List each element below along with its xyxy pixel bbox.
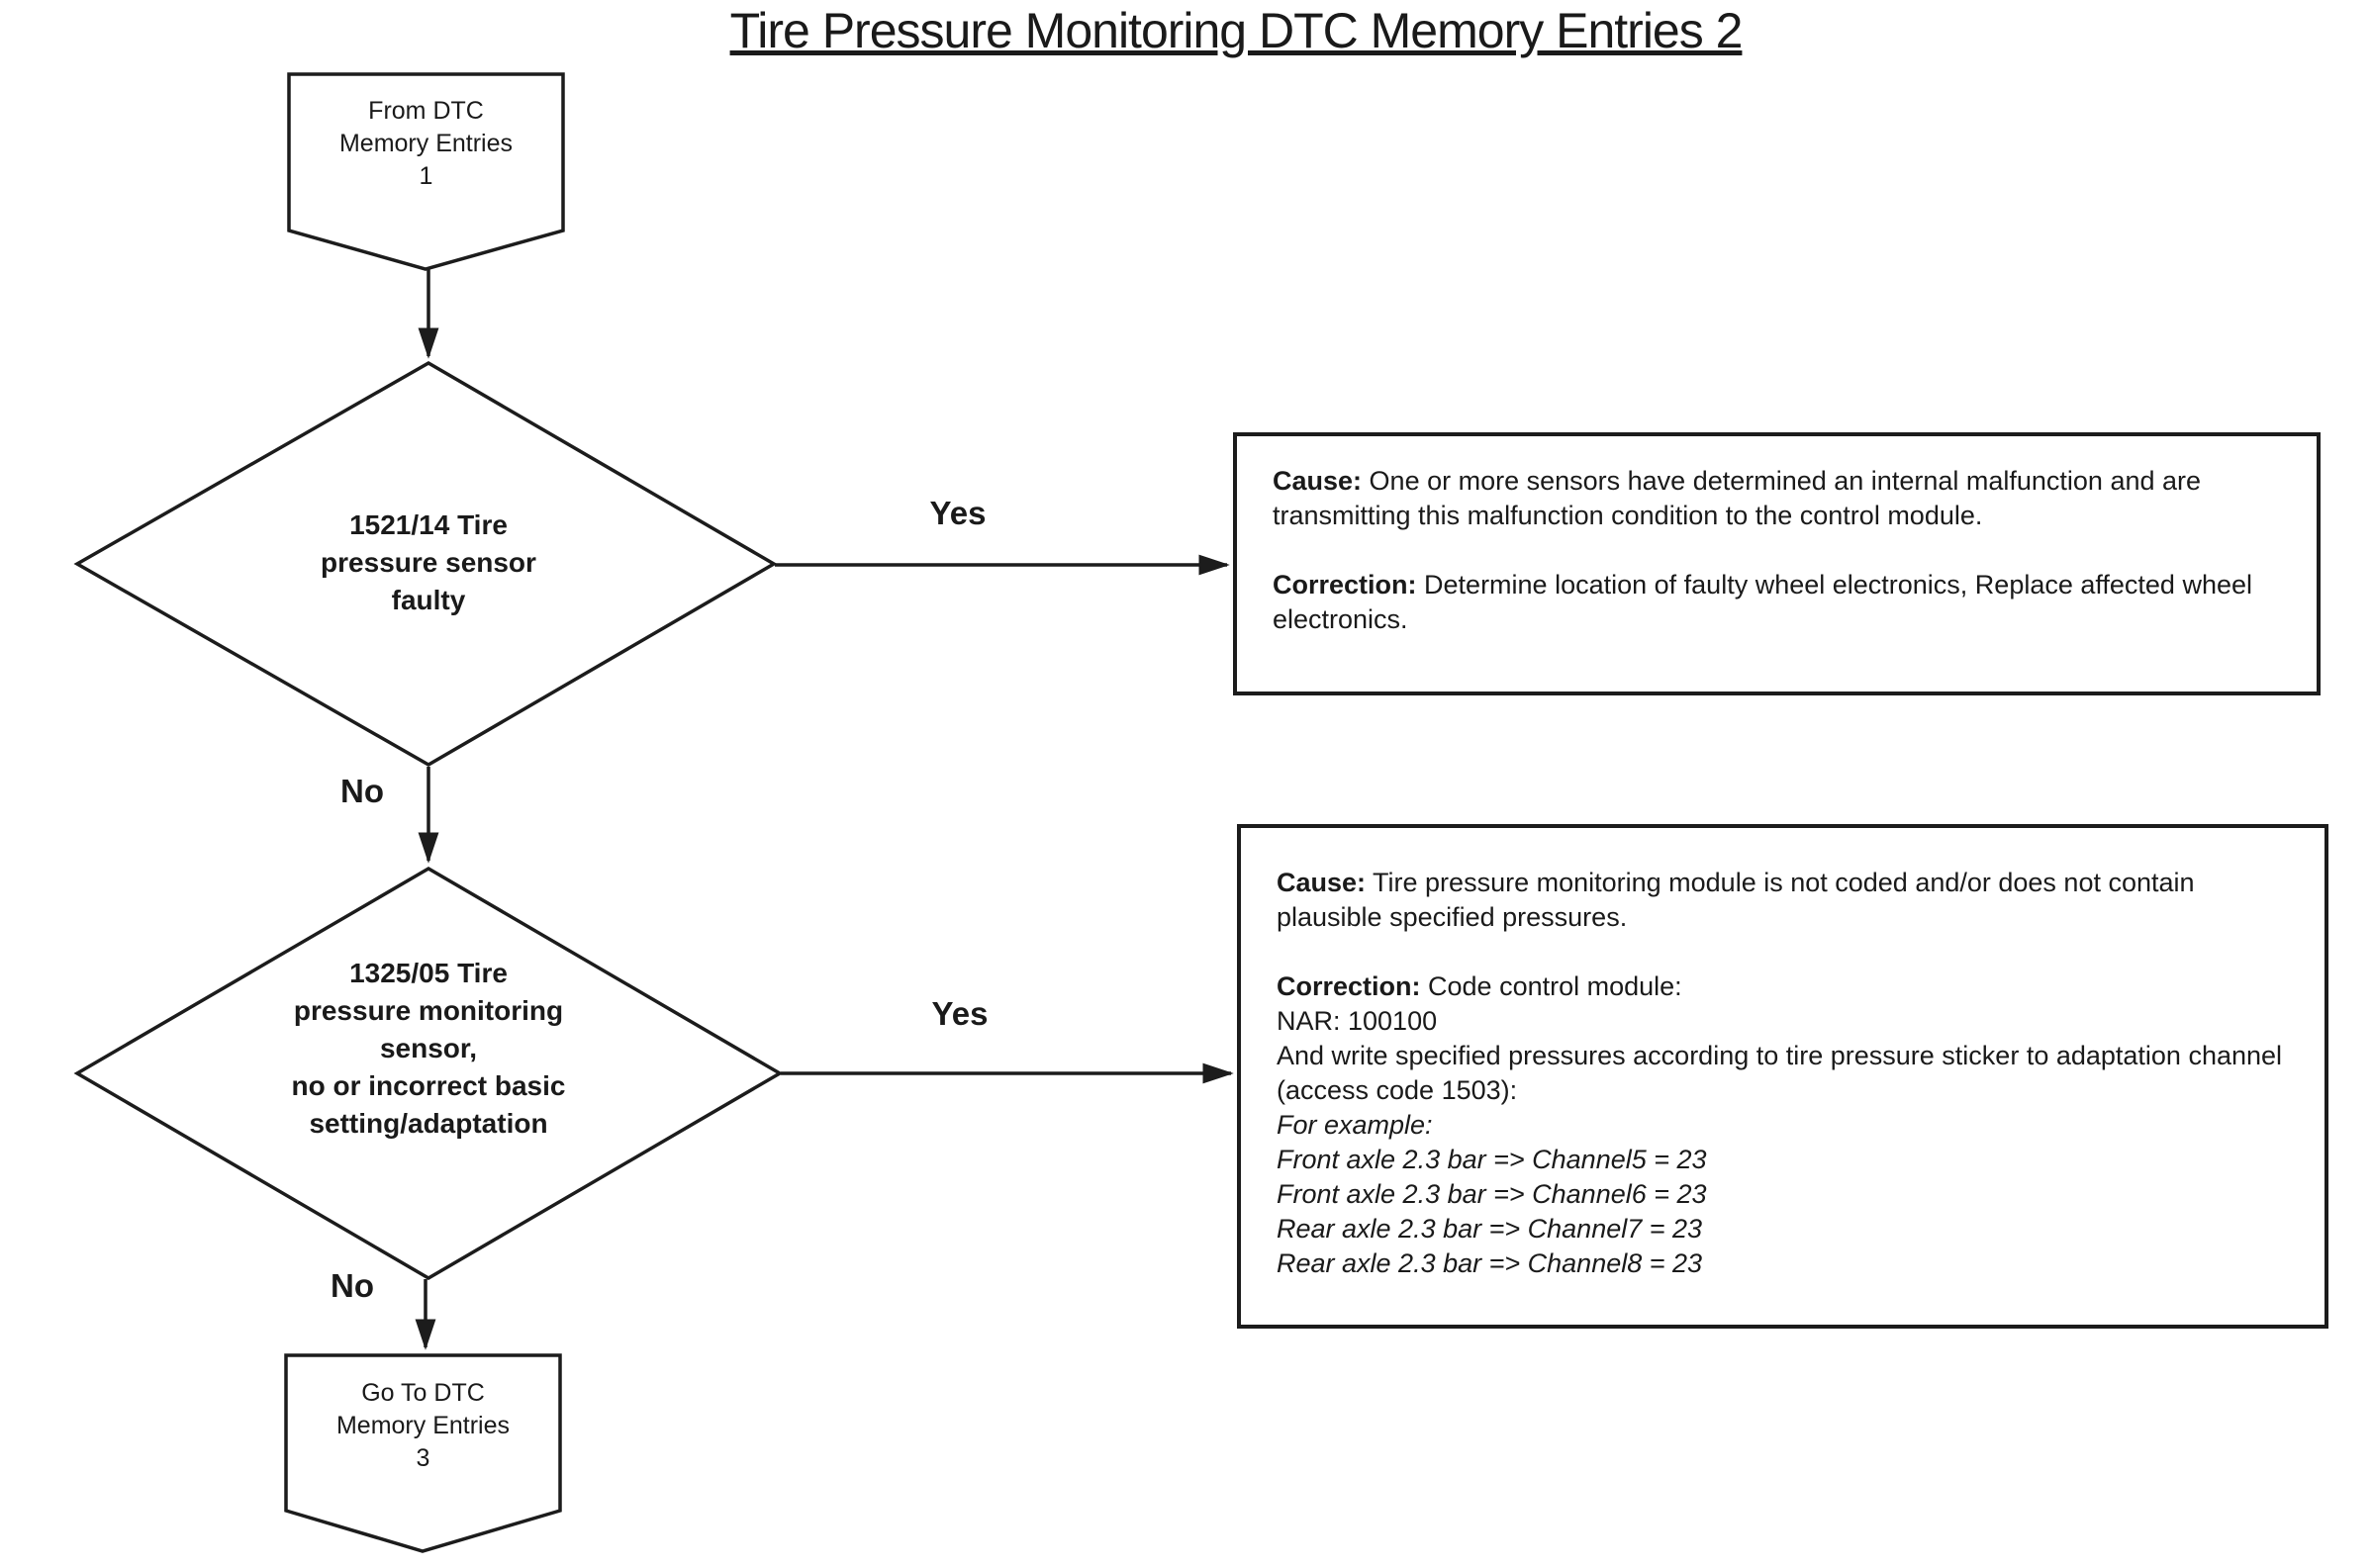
decision1-yes-label: Yes: [929, 495, 987, 531]
box1-correction-heading: Correction:: [1273, 570, 1417, 600]
box2-cause-heading: Cause:: [1277, 868, 1367, 897]
decision2-no-label: No: [331, 1267, 374, 1304]
box2-cause-paragraph: Cause: Tire pressure monitoring module i…: [1277, 866, 2295, 935]
decision1-no-label: No: [340, 773, 384, 809]
decision1-label: 1521/14 Tire pressure sensor faulty: [321, 509, 536, 615]
decision2-yes-label: Yes: [931, 995, 989, 1032]
box2-example-heading: For example:: [1277, 1110, 1433, 1140]
box2-example-line: Front axle 2.3 bar => Channel5 = 23: [1277, 1145, 1707, 1174]
box2-correction-text: Code control module:: [1428, 971, 1682, 1001]
box1-cause-text: One or more sensors have determined an i…: [1273, 466, 2202, 530]
end-connector-label: Go To DTC Memory Entries 3: [335, 1379, 511, 1472]
box2-example-line: Rear axle 2.3 bar => Channel7 = 23: [1277, 1214, 1703, 1244]
box2-correction-heading: Correction:: [1277, 971, 1421, 1001]
box2-adaptation-line: And write specified pressures according …: [1277, 1041, 2283, 1105]
result-box-sensor-faulty: Cause: One or more sensors have determin…: [1233, 432, 2321, 695]
decision1-diamond: [73, 360, 778, 768]
decision2-label: 1325/05 Tire pressure monitoring sensor,…: [291, 958, 566, 1139]
end-connector-shape: [284, 1353, 562, 1553]
decision2-diamond: [73, 866, 784, 1281]
result-box-coding-adaptation: Cause: Tire pressure monitoring module i…: [1237, 824, 2328, 1329]
box2-cause-text: Tire pressure monitoring module is not c…: [1277, 868, 2195, 932]
box2-example-line: Front axle 2.3 bar => Channel6 = 23: [1277, 1179, 1707, 1209]
box1-cause-heading: Cause:: [1273, 466, 1363, 496]
box2-correction-paragraph: Correction: Code control module:: [1277, 969, 2295, 1004]
start-connector-shape: [287, 72, 565, 271]
start-connector-label: From DTC Memory Entries 1: [338, 97, 514, 190]
box2-example-line: Rear axle 2.3 bar => Channel8 = 23: [1277, 1248, 1703, 1278]
box2-nar-line: NAR: 100100: [1277, 1006, 1438, 1036]
box1-correction-text: Determine location of faulty wheel elect…: [1273, 570, 2252, 634]
box1-correction-paragraph: Correction: Determine location of faulty…: [1273, 568, 2287, 637]
box1-cause-paragraph: Cause: One or more sensors have determin…: [1273, 464, 2287, 533]
page-title: Tire Pressure Monitoring DTC Memory Entr…: [729, 3, 1744, 58]
